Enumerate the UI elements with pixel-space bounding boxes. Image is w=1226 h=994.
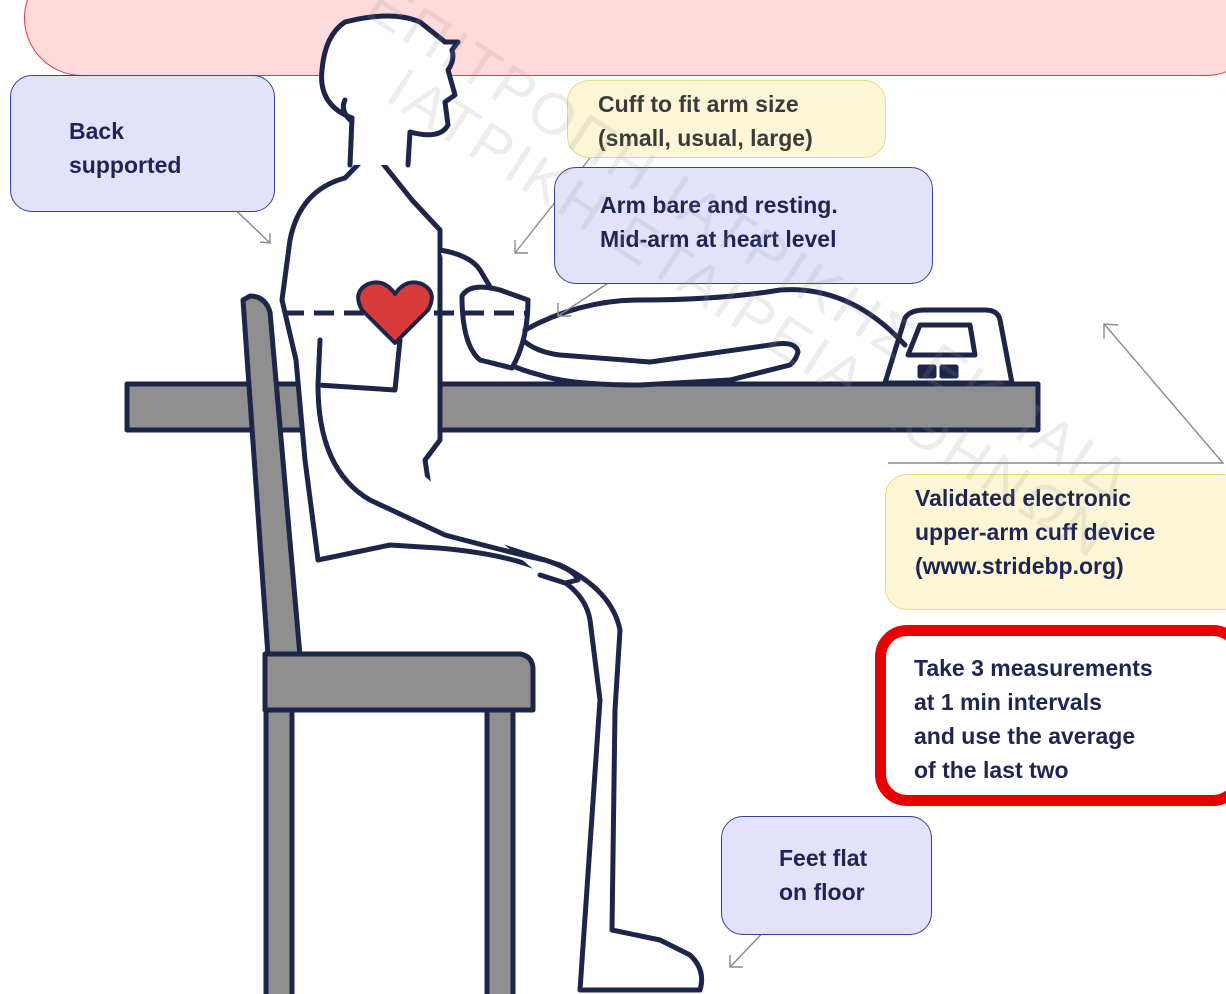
chair-seat [265, 654, 533, 710]
label-validated-device: Validated electronic upper-arm cuff devi… [885, 474, 1226, 610]
label-back-line-1: Back [69, 114, 274, 148]
label-cuff-size: Cuff to fit arm size (small, usual, larg… [567, 80, 886, 158]
label-feet-flat: Feet flat on floor [721, 816, 932, 935]
label-take-line-4: of the last two [914, 753, 1226, 787]
device-screen [908, 325, 975, 355]
label-feet-line-2: on floor [779, 875, 931, 909]
chair-leg-left [266, 708, 292, 994]
chair-leg-right [487, 708, 513, 994]
device-button-2 [942, 367, 956, 376]
cuff [462, 287, 528, 368]
label-device-line-2: upper-arm cuff device [915, 515, 1226, 549]
label-device-line-1: Validated electronic [915, 481, 1226, 515]
label-cuff-line-1: Cuff to fit arm size [598, 87, 885, 121]
label-take-line-2: at 1 min intervals [914, 685, 1226, 719]
cuff-tube [525, 290, 905, 345]
label-back-line-2: supported [69, 148, 274, 182]
label-cuff-line-2: (small, usual, large) [598, 121, 885, 155]
label-device-line-3: (www.stridebp.org) [915, 549, 1226, 583]
label-take-line-3: and use the average [914, 719, 1226, 753]
label-take-line-1: Take 3 measurements [914, 651, 1226, 685]
device-button-1 [920, 367, 934, 376]
label-feet-line-1: Feet flat [779, 841, 931, 875]
label-arm-position: Arm bare and resting. Mid-arm at heart l… [554, 167, 933, 284]
label-arm-line-1: Arm bare and resting. [600, 188, 932, 222]
label-arm-line-2: Mid-arm at heart level [600, 222, 932, 256]
label-measurements-highlight: Take 3 measurements at 1 min intervals a… [875, 625, 1226, 806]
label-back-supported: Back supported [10, 75, 275, 212]
head [322, 16, 458, 165]
